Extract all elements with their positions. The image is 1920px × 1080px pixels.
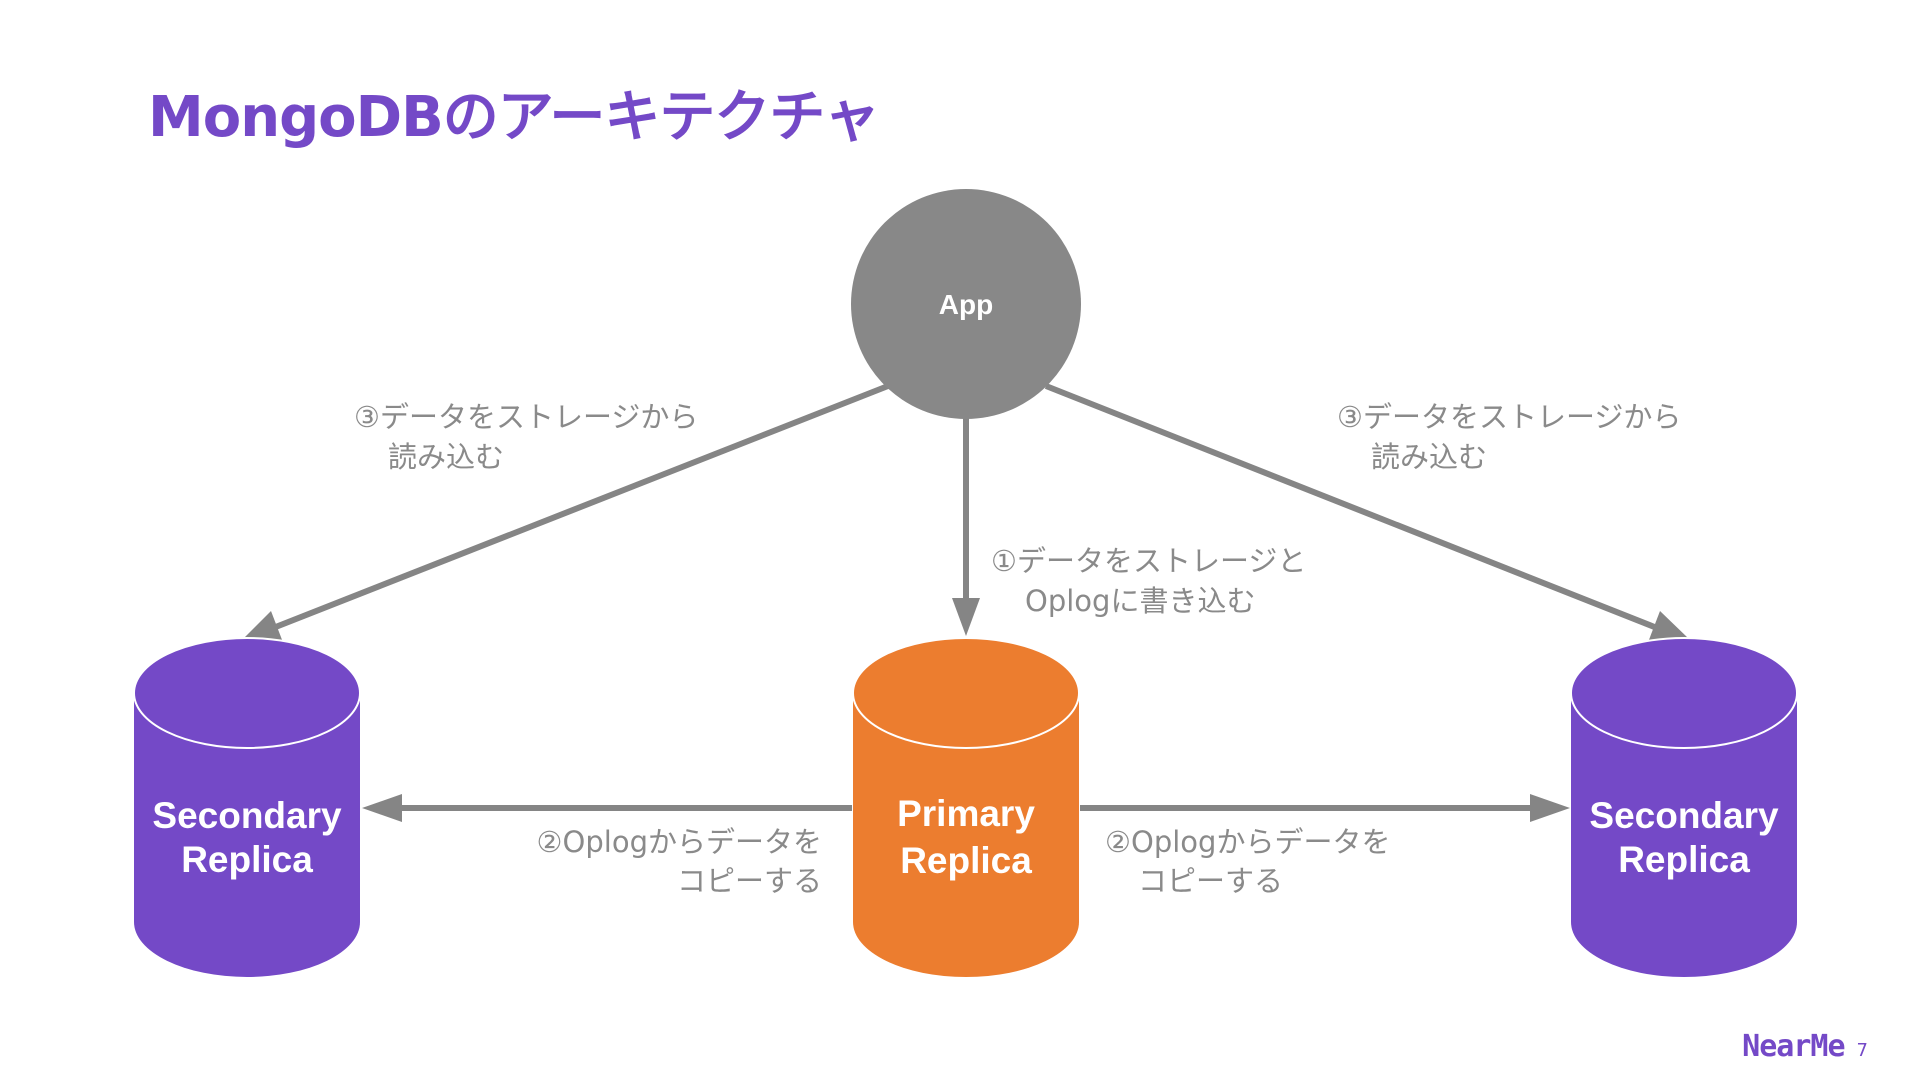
secondary-replica-right: Secondary Replica <box>1570 637 1798 977</box>
app-label: App <box>939 289 993 320</box>
nearme-logo: NearMe <box>1742 1029 1845 1064</box>
annotation-copy-left: ②Oplogからデータを コピーする <box>537 825 822 898</box>
footer-brand: NearMe 7 <box>1742 1029 1868 1064</box>
annotation-write-primary-line2: Oplogに書き込む <box>1025 584 1255 618</box>
secondary-replica-left: Secondary Replica <box>133 637 361 977</box>
secondary-left-label-line1: Secondary <box>152 795 342 836</box>
arrow-primary-to-secondary-right <box>1080 794 1570 822</box>
annotation-copy-left-line2: コピーする <box>677 864 822 898</box>
annotation-copy-right-line1: ②Oplogからデータを <box>1105 825 1390 859</box>
primary-label-line1: Primary <box>897 793 1035 834</box>
annotation-read-right: ③データをストレージから 読み込む <box>1337 400 1681 474</box>
app-node: App <box>851 189 1081 419</box>
annotation-write-primary: ①データをストレージと Oplogに書き込む <box>991 544 1306 618</box>
page-title: MongoDBのアーキテクチャ <box>148 85 880 150</box>
annotation-copy-left-line1: ②Oplogからデータを <box>537 825 822 859</box>
annotation-copy-right-line2: コピーする <box>1138 864 1283 898</box>
annotation-copy-right: ②Oplogからデータを コピーする <box>1105 825 1390 898</box>
primary-replica: Primary Replica <box>852 637 1080 977</box>
annotation-read-right-line2: 読み込む <box>1371 440 1487 474</box>
secondary-right-label-line1: Secondary <box>1589 795 1779 836</box>
arrow-app-to-primary <box>952 418 980 636</box>
primary-label-line2: Replica <box>900 840 1032 881</box>
secondary-left-label-line2: Replica <box>181 839 313 880</box>
annotation-read-left: ③データをストレージから 読み込む <box>354 400 698 474</box>
arrow-app-to-secondary-right <box>1044 383 1688 645</box>
annotation-read-left-line2: 読み込む <box>388 440 504 474</box>
arrow-primary-to-secondary-left <box>362 794 852 822</box>
annotation-read-left-line1: ③データをストレージから <box>354 400 698 434</box>
annotation-read-right-line1: ③データをストレージから <box>1337 400 1681 434</box>
annotation-write-primary-line1: ①データをストレージと <box>991 544 1306 578</box>
arrow-app-to-secondary-left <box>244 383 890 645</box>
secondary-right-label-line2: Replica <box>1618 839 1750 880</box>
page-number: 7 <box>1856 1040 1868 1061</box>
